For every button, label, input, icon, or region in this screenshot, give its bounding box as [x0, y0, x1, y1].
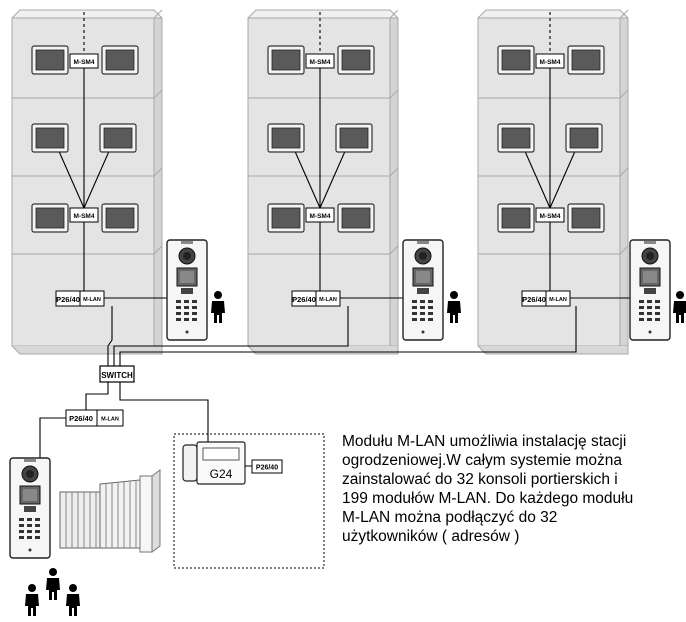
person-3: [673, 291, 686, 323]
door-panel-3: [629, 239, 671, 341]
description-line-2: ogrodzeniowej.W całym systemie można: [342, 452, 622, 469]
indoor-monitor-1b: [101, 45, 139, 75]
building-2: M-SM4 M-SM4 P26/40 M-LAN: [247, 9, 403, 355]
concierge-area: G24 P26/40: [173, 433, 325, 569]
person-2: [447, 291, 461, 323]
indoor-monitor-3f: [567, 203, 605, 233]
indoor-monitor-3c: [497, 123, 535, 153]
building-3: M-SM4 M-SM4 P26/40 M-LAN: [477, 9, 630, 355]
g24-label: G24: [210, 467, 233, 481]
msm4-module-2b: M-SM4: [305, 207, 335, 223]
description-line-6: użytkowników ( adresów ): [342, 528, 520, 545]
description-text: Modułu M-LAN umożliwia instalację stacji…: [342, 432, 682, 546]
person-gate-2: [46, 568, 60, 600]
p2640-mlan-module-2: P26/40 M-LAN: [291, 290, 341, 307]
msm4-module-1a: M-SM4: [69, 53, 99, 69]
indoor-monitor-2b: [337, 45, 375, 75]
door-panel-2: [402, 239, 444, 341]
concierge-console-g24: G24: [182, 441, 246, 485]
person-gate-3: [66, 584, 80, 616]
indoor-monitor-2f: [337, 203, 375, 233]
mlan-label: M-LAN: [319, 297, 337, 303]
msm4-label: M-SM4: [540, 213, 561, 220]
msm4-label: M-SM4: [74, 59, 95, 66]
mlan-label: M-LAN: [101, 417, 119, 423]
p2640-module-concierge: P26/40: [251, 459, 283, 474]
indoor-monitor-2c: [267, 123, 305, 153]
indoor-monitor-3d: [565, 123, 603, 153]
description-line-3: zainstalować do 32 konsoli portierskich …: [342, 471, 618, 488]
network-switch: SWITCH: [99, 365, 135, 383]
indoor-monitor-1a: [31, 45, 69, 75]
switch-label: SWITCH: [101, 371, 133, 380]
indoor-monitor-3a: [497, 45, 535, 75]
indoor-monitor-1e: [31, 203, 69, 233]
door-panel-1: [166, 239, 208, 341]
indoor-monitor-3b: [567, 45, 605, 75]
p2640-label: P26/40: [56, 295, 80, 304]
indoor-monitor-2a: [267, 45, 305, 75]
p2640-label: P26/40: [292, 295, 316, 304]
person-1: [211, 291, 225, 323]
msm4-module-1b: M-SM4: [69, 207, 99, 223]
msm4-label: M-SM4: [540, 59, 561, 66]
door-panel-gate: [9, 457, 51, 559]
indoor-monitor-3e: [497, 203, 535, 233]
description-line-5: M-LAN można podłączyć do 32: [342, 509, 558, 526]
msm4-module-2a: M-SM4: [305, 53, 335, 69]
mlan-label: M-LAN: [549, 297, 567, 303]
msm4-label: M-SM4: [310, 59, 331, 66]
indoor-monitor-1f: [101, 203, 139, 233]
description-line-4: 199 modułów M-LAN. Do każdego modułu: [342, 490, 634, 507]
mlan-label: M-LAN: [83, 297, 101, 303]
lan-cabling: [39, 306, 577, 458]
gate-fence: [59, 469, 161, 553]
p2640-label: P26/40: [69, 414, 93, 423]
p2640-label: P26/40: [522, 295, 546, 304]
p2640-mlan-module-1: P26/40 M-LAN: [55, 290, 105, 307]
building-1: M-SM4 M-SM4 P26/40 M-LAN: [11, 9, 169, 355]
msm4-label: M-SM4: [310, 213, 331, 220]
msm4-module-3a: M-SM4: [535, 53, 565, 69]
p2640-mlan-module-gate: P26/40 M-LAN: [65, 409, 124, 427]
indoor-monitor-1c: [31, 123, 69, 153]
p2640-mlan-module-3: P26/40 M-LAN: [521, 290, 571, 307]
indoor-monitor-2e: [267, 203, 305, 233]
indoor-monitor-1d: [99, 123, 137, 153]
msm4-label: M-SM4: [74, 213, 95, 220]
msm4-module-3b: M-SM4: [535, 207, 565, 223]
person-gate-1: [25, 584, 39, 616]
indoor-monitor-2d: [335, 123, 373, 153]
description-line-1: Modułu M-LAN umożliwia instalację stacji: [342, 433, 627, 450]
p2640-label: P26/40: [256, 465, 278, 472]
